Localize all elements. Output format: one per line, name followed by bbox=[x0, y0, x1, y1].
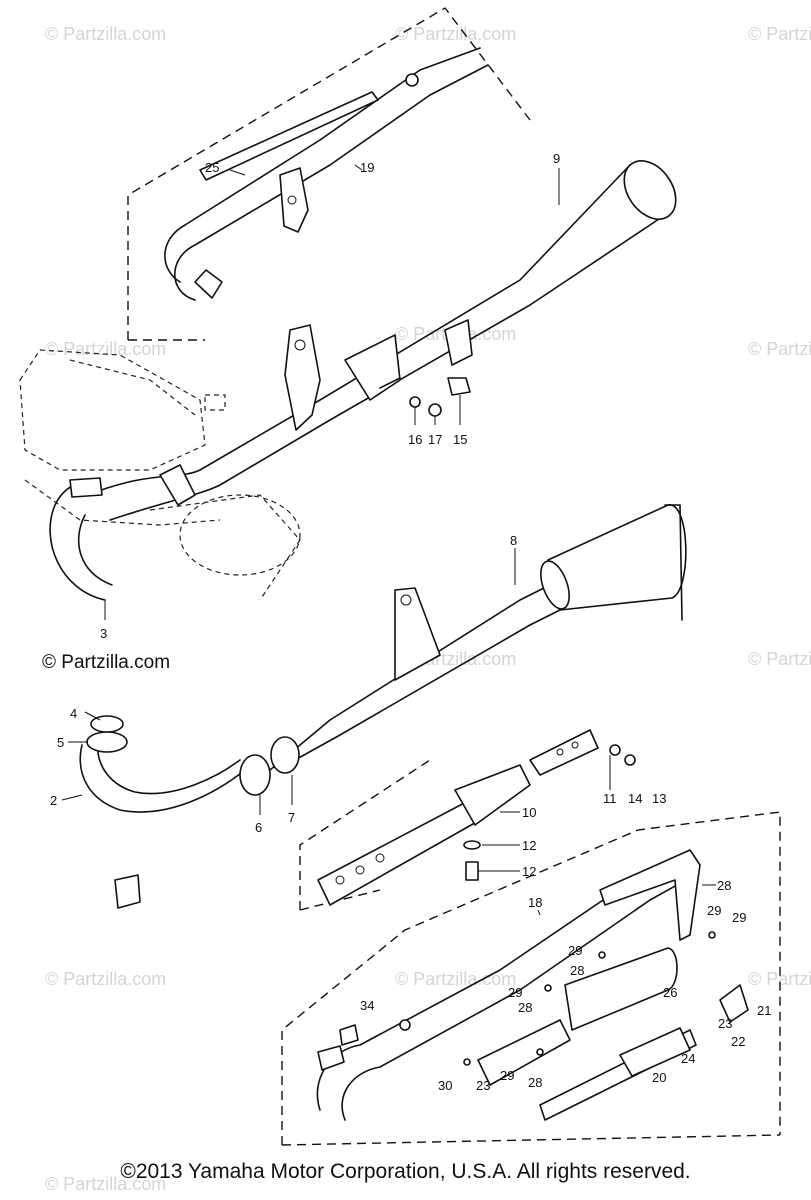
part-number-5: 6 bbox=[255, 820, 262, 835]
part-number-34: 34 bbox=[360, 998, 374, 1013]
watermark: © Partzilla.com bbox=[45, 24, 166, 44]
part-number-16: 16 bbox=[408, 432, 422, 447]
part-number-1: 2 bbox=[50, 793, 57, 808]
watermark: © Partzilla.com bbox=[748, 339, 811, 359]
part-number-8: 9 bbox=[553, 151, 560, 166]
part-number-28: 28 bbox=[528, 1075, 542, 1090]
part-number-18: 18 bbox=[528, 895, 542, 910]
part-number-20: 20 bbox=[652, 1070, 666, 1085]
part-number-29: 29 bbox=[508, 985, 522, 1000]
part-number-29: 29 bbox=[500, 1068, 514, 1083]
watermark: © Partzilla.com bbox=[45, 1174, 166, 1194]
part-number-7: 8 bbox=[510, 533, 517, 548]
engine-outline bbox=[19, 349, 301, 601]
part-number-26: 25 bbox=[205, 160, 219, 175]
part-number-31: 28 bbox=[717, 878, 731, 893]
watermark-layer: © Partzilla.com © Partzilla.com © Partzi… bbox=[42, 24, 811, 1194]
part-number-32: 29 bbox=[732, 910, 746, 925]
part-number-12: 12 bbox=[522, 838, 536, 853]
part-number-3: 4 bbox=[70, 706, 77, 721]
watermark: © Partzilla.com bbox=[45, 969, 166, 989]
part-number-27: 26 bbox=[663, 985, 677, 1000]
watermark: © Partzilla.com bbox=[45, 339, 166, 359]
part-number-10: 11 bbox=[603, 791, 617, 806]
part-number-21: 21 bbox=[757, 1003, 771, 1018]
hardware-15-16-17 bbox=[379, 377, 471, 425]
watermark: © Partzilla.com bbox=[395, 969, 516, 989]
part-number-17: 17 bbox=[428, 432, 442, 447]
part-number-6: 7 bbox=[288, 810, 295, 825]
part-number-14: 14 bbox=[628, 791, 642, 806]
part-number-13: 13 bbox=[652, 791, 666, 806]
watermark: © Partzilla.com bbox=[395, 24, 516, 44]
part-number-11: 12 bbox=[522, 864, 536, 879]
exhaust-19-assembly bbox=[164, 47, 489, 301]
watermark: © Partzilla.com bbox=[748, 969, 811, 989]
part-number-30: 30 bbox=[438, 1078, 452, 1093]
part-number-24: 24 bbox=[681, 1051, 695, 1066]
part-number-33: 29 bbox=[707, 903, 721, 918]
top-dashed-box bbox=[127, 7, 531, 341]
part-number-23: 23 bbox=[476, 1078, 490, 1093]
leader-lines bbox=[61, 164, 716, 916]
part-number-22: 22 bbox=[731, 1034, 745, 1049]
part-number-29: 29 bbox=[568, 943, 582, 958]
exhaust-2-muffler-8 bbox=[49, 160, 677, 601]
copyright-footer: ©2013 Yamaha Motor Corporation, U.S.A. A… bbox=[120, 1160, 691, 1183]
part-number-4: 5 bbox=[57, 735, 64, 750]
watermark: © Partzilla.com bbox=[748, 649, 811, 669]
part-number-labels: 25 19 9 16 17 15 3 8 4 5 2 6 7 10 11 14 … bbox=[50, 151, 771, 1093]
part-number-28: 28 bbox=[570, 963, 584, 978]
part-number-19: 19 bbox=[360, 160, 374, 175]
bottom-dashed-box bbox=[281, 811, 781, 1146]
exhaust-18-assembly bbox=[316, 849, 749, 1121]
silencer-group bbox=[299, 729, 636, 911]
exhaust-1-muffler-7 bbox=[79, 504, 687, 909]
part-number-15: 15 bbox=[453, 432, 467, 447]
main-watermark: © Partzilla.com bbox=[42, 652, 170, 673]
watermark: © Partzilla.com bbox=[748, 24, 811, 44]
part-number-28: 28 bbox=[518, 1000, 532, 1015]
part-number-2: 3 bbox=[100, 626, 107, 641]
part-number-23: 23 bbox=[718, 1016, 732, 1031]
part-number-9: 10 bbox=[522, 805, 536, 820]
